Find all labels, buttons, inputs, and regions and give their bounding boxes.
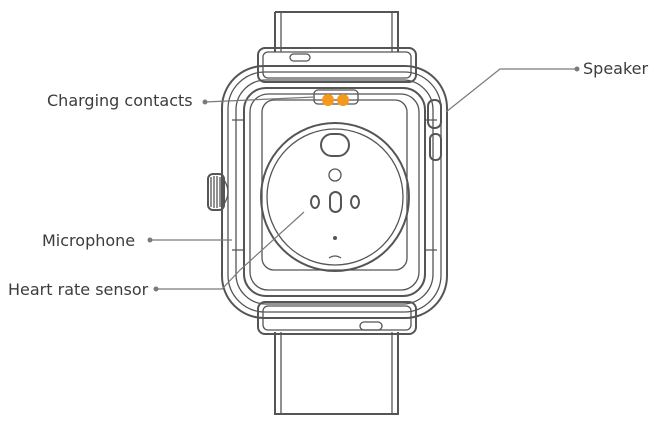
label-microphone: Microphone	[42, 231, 136, 250]
sensor-dome	[260, 122, 410, 272]
upper-strap	[257, 11, 417, 83]
label-speaker: Speaker	[583, 59, 649, 78]
heart-rate-sensor-window	[329, 191, 342, 213]
side-buttons	[427, 99, 442, 161]
strap-release-button-top	[289, 53, 311, 62]
crown	[207, 173, 229, 211]
label-charging-contacts: Charging contacts	[47, 91, 193, 110]
strap-release-button-bottom	[359, 321, 383, 331]
label-heart-rate-sensor: Heart rate sensor	[8, 280, 149, 299]
charging-contact-right	[337, 94, 349, 106]
leader-lines	[147, 66, 580, 292]
charging-contact-left	[322, 94, 334, 106]
sensor-window-top	[320, 133, 350, 157]
charging-contacts	[313, 89, 359, 106]
